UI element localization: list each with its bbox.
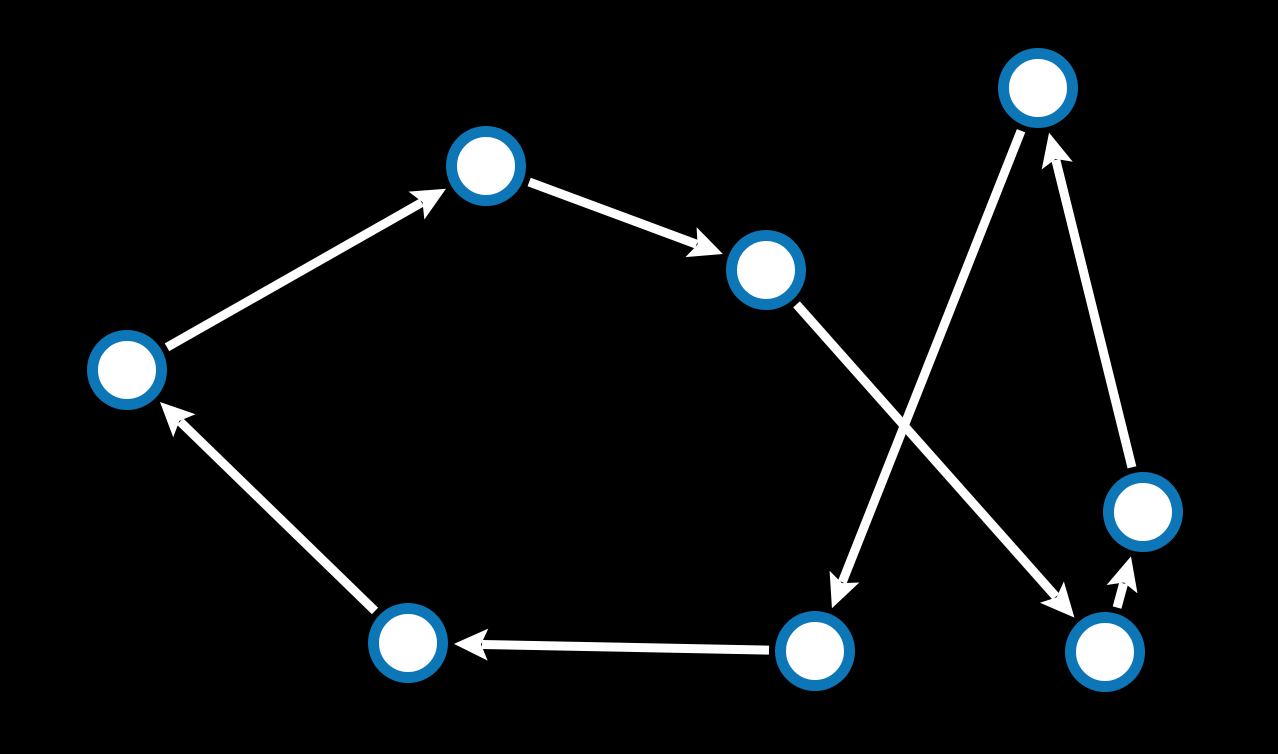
- graph-edge: [793, 301, 1060, 600]
- graph-edge: [1112, 582, 1128, 609]
- graph-node[interactable]: [1103, 472, 1183, 552]
- graph-edge: [527, 177, 699, 249]
- graph-edge: [481, 639, 770, 655]
- graph-node-circle[interactable]: [998, 48, 1078, 128]
- graph-node[interactable]: [1065, 612, 1145, 692]
- graph-edge-arrowhead: [1106, 556, 1138, 594]
- graph-node-circle[interactable]: [1103, 472, 1183, 552]
- graph-node-circle[interactable]: [775, 611, 855, 691]
- nodes-layer: [87, 48, 1183, 692]
- graph-edge: [838, 129, 1026, 584]
- graph-node-circle[interactable]: [368, 603, 448, 683]
- graph-edge-arrowhead: [453, 628, 489, 661]
- graph-edge: [164, 198, 424, 352]
- edges-layer: [159, 129, 1138, 661]
- graph-node[interactable]: [446, 126, 526, 206]
- graph-edge-arrowhead: [408, 188, 447, 220]
- graph-node[interactable]: [87, 330, 167, 410]
- graph-edge-arrowhead: [1039, 581, 1075, 618]
- graph-edge: [1051, 158, 1137, 469]
- graph-edge: [176, 418, 379, 615]
- graph-node[interactable]: [998, 48, 1078, 128]
- graph-edge-arrowhead: [829, 570, 860, 609]
- graph-edge-arrowhead: [159, 402, 196, 438]
- graph-node[interactable]: [726, 230, 806, 310]
- graph-node-circle[interactable]: [726, 230, 806, 310]
- graph-node[interactable]: [368, 603, 448, 683]
- graph-node-circle[interactable]: [87, 330, 167, 410]
- graph-edge-arrowhead: [685, 227, 723, 258]
- graph-edge-arrowhead: [1041, 132, 1073, 170]
- graph-node[interactable]: [775, 611, 855, 691]
- graph-node-circle[interactable]: [1065, 612, 1145, 692]
- graph-node-circle[interactable]: [446, 126, 526, 206]
